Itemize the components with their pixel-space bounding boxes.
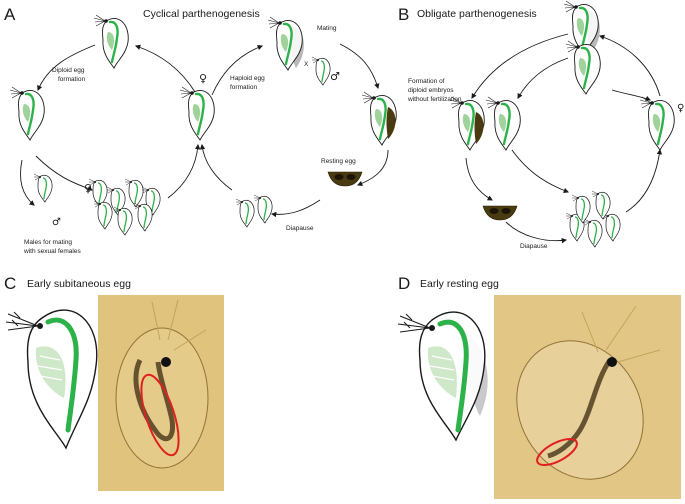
daphnia-a-top <box>92 13 130 70</box>
arrow-b-2 <box>517 57 569 99</box>
arrow-a-6 <box>211 44 264 96</box>
resting-egg-a <box>327 171 363 187</box>
daphnia-a-mating-male <box>311 56 331 86</box>
arrow-a-7 <box>339 43 380 90</box>
label-formation-2: diploid embryos <box>408 87 454 94</box>
daphnia-a-center <box>178 85 216 142</box>
arrow-a-3 <box>20 159 35 206</box>
label-haploid-egg-1: Haploid egg <box>230 75 265 82</box>
schematic-daphnia-c <box>5 309 98 450</box>
arrow-b-7 <box>505 221 568 244</box>
panel-b: B Obligate parthenogenesis ♀ Formation o… <box>398 0 684 250</box>
panel-c-letter: C <box>4 274 16 293</box>
arrow-b-4 <box>611 89 652 101</box>
offspring-group-a <box>88 178 161 236</box>
female-symbol-icon: ♀ <box>84 182 92 195</box>
arrow-a-9 <box>270 199 321 218</box>
label-diapause-b: Diapause <box>520 243 548 250</box>
label-diploid-egg-2: formation <box>58 76 85 83</box>
label-diploid-egg-1: Diploid egg <box>52 67 85 74</box>
panel-a: A Cyclical parthenogenesis <box>4 5 398 255</box>
offspring-group-b <box>565 190 621 248</box>
arrow-a-10 <box>199 143 233 191</box>
label-resting-egg: Resting egg <box>321 158 356 165</box>
label-formation-1: Formation of <box>408 78 445 85</box>
arrow-b-6 <box>511 149 570 193</box>
panel-c: C Early subitaneous egg <box>4 274 224 491</box>
panel-a-title: Cyclical parthenogenesis <box>143 8 260 20</box>
daphnia-b-top-2 <box>564 39 602 96</box>
panel-d-letter: D <box>398 274 410 293</box>
panel-a-letter: A <box>4 5 16 24</box>
arrow-b-5 <box>465 157 493 201</box>
female-symbol-icon: ♀ <box>677 103 684 114</box>
resting-egg-b <box>482 205 518 221</box>
arrow-a-4 <box>35 155 93 191</box>
arrow-a-8 <box>356 149 389 186</box>
female-symbol-icon: ♀ <box>199 72 207 85</box>
micrograph-c <box>98 295 224 491</box>
male-symbol-icon: ♂ <box>52 217 61 228</box>
male-symbol-icon: ♂ <box>330 70 340 83</box>
daphnia-b-right <box>638 95 676 152</box>
daphnia-a-mating-female <box>266 15 306 72</box>
daphnia-a-ephippial <box>360 90 398 147</box>
daphnia-b-left-1 <box>448 95 486 152</box>
micrograph-d <box>494 295 681 499</box>
highlight-ellipse-c <box>140 373 180 457</box>
arrow-a-1 <box>37 44 96 91</box>
panel-c-title: Early subitaneous egg <box>27 278 131 290</box>
arrow-b-3 <box>598 34 661 97</box>
arrow-a-5 <box>167 143 201 199</box>
panel-b-letter: B <box>398 5 409 24</box>
schematic-daphnia-d <box>397 311 488 442</box>
arrow-b-1 <box>471 33 569 99</box>
panel-d: D Early resting egg <box>397 274 681 499</box>
label-haploid-egg-2: formation <box>230 84 257 91</box>
cross-mark: X <box>304 61 309 68</box>
panel-b-title: Obligate parthenogenesis <box>417 8 537 20</box>
label-diapause-a: Diapause <box>286 225 314 232</box>
offspring-group-a-diapause <box>235 194 273 228</box>
arrow-a-2 <box>134 44 196 93</box>
label-formation-3: without fertilization <box>407 96 462 103</box>
panel-d-title: Early resting egg <box>420 278 499 290</box>
label-mating: Mating <box>317 25 337 32</box>
label-males-2: with sexual females <box>23 248 81 255</box>
daphnia-a-male <box>33 173 53 203</box>
daphnia-a-left <box>8 85 46 142</box>
arrow-b-8 <box>625 148 663 213</box>
daphnia-b-left-2 <box>484 95 522 152</box>
label-males-1: Males for mating <box>24 239 72 246</box>
highlight-ellipse-d <box>536 437 578 467</box>
